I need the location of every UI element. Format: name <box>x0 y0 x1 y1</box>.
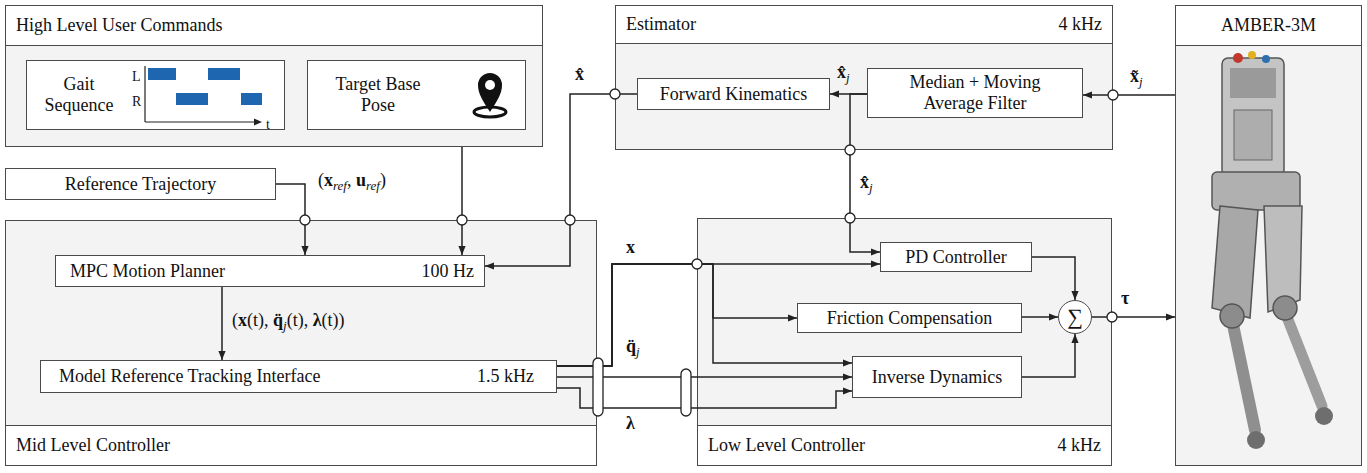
subscript: j <box>869 180 873 195</box>
signal-symbol: (t), <box>287 310 313 330</box>
node-label: Reference Trajectory <box>65 174 216 195</box>
signal-symbol: q̈ <box>273 310 283 330</box>
signal-label: x̃j <box>1130 66 1143 90</box>
header-band: Estimator 4 kHz <box>616 6 1112 44</box>
filter-box: Median + Moving Average Filter <box>867 68 1083 118</box>
node-label: Mid Level Controller <box>16 435 170 456</box>
summing-junction: ∑ <box>1058 300 1092 334</box>
process-box: PD Controller <box>880 242 1032 272</box>
signal-symbol: q̈ <box>626 336 636 356</box>
rate-label: 4 kHz <box>1059 14 1103 35</box>
signal-label: L <box>132 65 141 86</box>
signal-bundle-marks <box>593 358 691 416</box>
signal-symbol: x <box>626 237 635 257</box>
node-label: PD Controller <box>905 247 1007 268</box>
command-panel: High Level User CommandsGait Sequence Tar… <box>5 5 543 147</box>
input-box: Target Base Pose <box>307 60 526 130</box>
signal-symbol: ( <box>318 170 324 190</box>
signal-label: x̂ <box>575 64 584 85</box>
signal-label: (x(t), q̈j(t), λ(t)) <box>232 310 344 334</box>
node-label: Forward Kinematics <box>660 84 807 105</box>
estimator-panel: Estimator 4 kHzForward Kinematics Median +… <box>615 5 1113 150</box>
signal-label: t <box>266 113 270 134</box>
signal-symbol: λ <box>313 310 322 330</box>
node-label: Friction Compensation <box>827 308 993 329</box>
rate-label: 4 kHz <box>1058 435 1102 456</box>
signal-symbol: x <box>324 170 333 190</box>
node-label: MPC Motion Planner <box>70 261 225 282</box>
signal-symbol: x <box>238 310 247 330</box>
input-box: Reference Trajectory <box>5 168 276 200</box>
rate-label: 100 Hz <box>422 261 475 282</box>
signal-symbol: τ <box>1121 288 1129 308</box>
process-box: Friction Compensation <box>797 303 1022 333</box>
header-band: Low Level Controller 4 kHz <box>698 425 1111 465</box>
signal-label: (xref, uref) <box>318 170 386 194</box>
signal-symbol: x̂ <box>575 64 584 84</box>
signal-symbol: ( <box>232 310 238 330</box>
signal-label: x̂j <box>837 62 850 86</box>
signal-symbol: L <box>132 69 141 84</box>
header-band: Mid Level Controller <box>6 425 596 465</box>
subscript: j <box>283 318 287 333</box>
signal-label: x̂j <box>860 172 873 196</box>
signal-symbol: u <box>356 170 366 190</box>
signal-symbol: , <box>347 170 356 190</box>
node-label: Low Level Controller <box>708 435 865 456</box>
process-box: MPC Motion Planner 100 Hz <box>55 255 485 287</box>
header-band: High Level User Commands <box>6 6 542 46</box>
signal-symbol: (t), <box>247 310 273 330</box>
signal-symbol: x̂ <box>837 62 846 82</box>
controller-panel: Low Level Controller 4 kHz PD ControllerFr… <box>697 218 1112 466</box>
signal-label: λ <box>626 413 635 434</box>
drawing-part <box>681 369 691 416</box>
process-box: Inverse Dynamics <box>852 356 1022 398</box>
controller-panel: Mid Level Controller MPC Motion Planner 10… <box>5 220 597 466</box>
node-label: Model Reference Tracking Interface <box>59 366 320 387</box>
input-box: Gait Sequence <box>26 60 285 130</box>
signal-symbol: (t)) <box>321 310 344 330</box>
node-label: Target Base Pose <box>318 74 438 115</box>
signal-label: x <box>626 237 635 258</box>
signal-symbol: x̃ <box>1130 66 1139 86</box>
header-band: AMBER-3M <box>1176 6 1361 46</box>
signal-symbol: R <box>132 94 141 109</box>
signal-symbol: x̂ <box>860 172 869 192</box>
process-box: Forward Kinematics <box>637 78 830 110</box>
signal-symbol: t <box>266 117 270 132</box>
signal-label: τ <box>1121 288 1129 309</box>
signal-symbol: ) <box>380 170 386 190</box>
process-box: Model Reference Tracking Interface 1.5 kH… <box>40 360 557 393</box>
node-label: Inverse Dynamics <box>872 367 1002 388</box>
subscript: j <box>636 344 640 359</box>
subscript: j <box>846 70 850 85</box>
subscript: ref <box>366 178 380 193</box>
signal-symbol: λ <box>626 413 635 433</box>
signal-label: q̈j <box>626 336 640 360</box>
node-label: High Level User Commands <box>16 15 222 36</box>
node-label: Estimator <box>626 14 696 35</box>
node-label: ∑ <box>1067 306 1083 328</box>
node-label: Median + Moving Average Filter <box>890 72 1060 113</box>
node-label: Gait Sequence <box>31 74 127 115</box>
rate-label: 1.5 kHz <box>477 366 534 387</box>
subscript: j <box>1139 74 1143 89</box>
robot-panel: AMBER-3M <box>1175 5 1362 466</box>
node-label: AMBER-3M <box>1221 15 1316 36</box>
signal-label: R <box>132 90 141 111</box>
subscript: ref <box>333 178 347 193</box>
